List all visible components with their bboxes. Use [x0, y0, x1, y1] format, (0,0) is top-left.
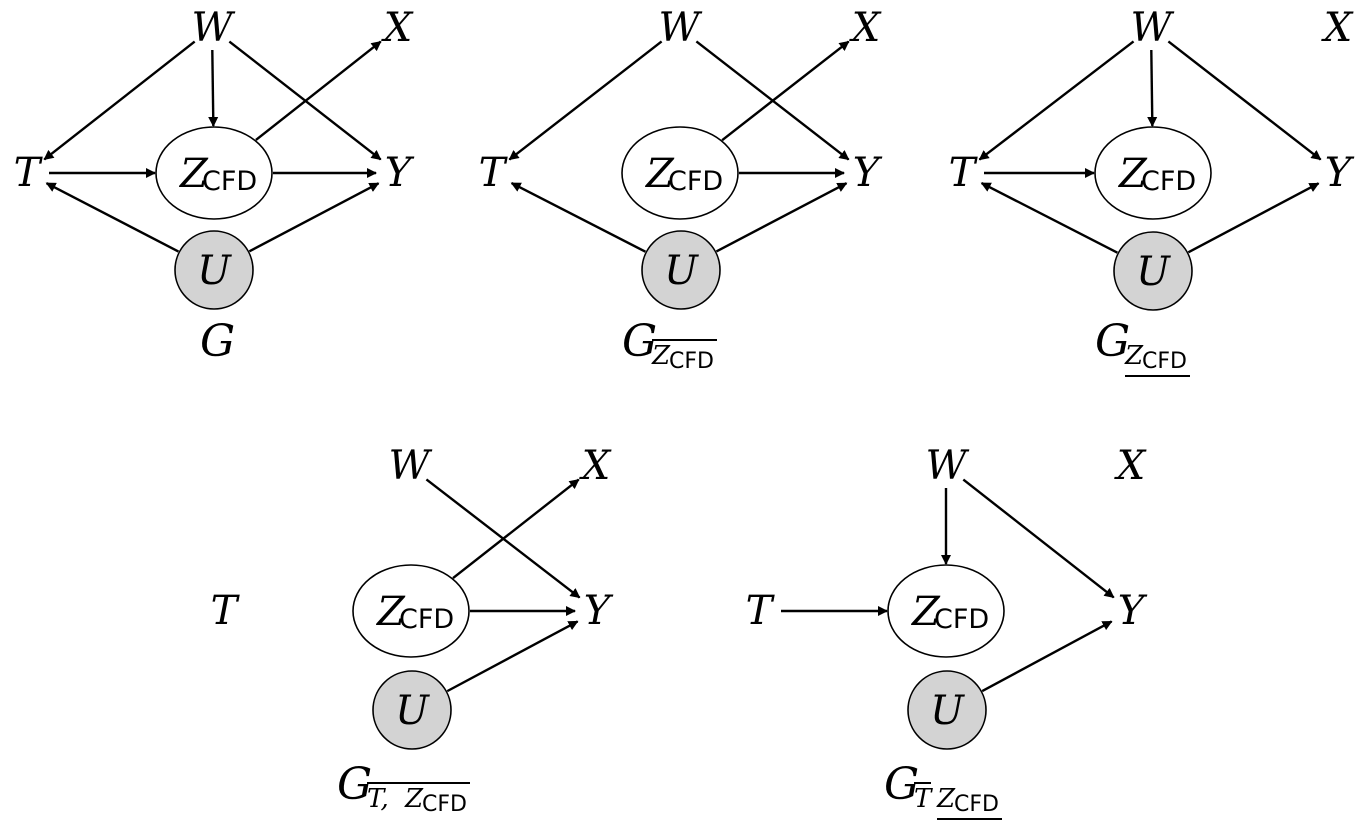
node-y: Y: [1118, 588, 1148, 634]
node-t: T: [14, 150, 44, 196]
node-z-cfd-label: Z: [644, 151, 675, 197]
node-z-cfd-subscript: CFD: [1141, 166, 1196, 197]
edge-u-to-y: [446, 620, 579, 693]
caption-part-subscript: CFD: [669, 349, 714, 374]
node-u-circle: [641, 230, 721, 310]
node-t: T: [949, 150, 979, 196]
node-u-label: U: [930, 688, 965, 734]
edge-z-to-x: [721, 40, 850, 142]
edge-w-to-t: [508, 40, 663, 161]
node-z-cfd-subscript: CFD: [668, 166, 723, 197]
caption-graph-symbol: G: [1095, 316, 1130, 367]
edge-w-to-z: [208, 49, 219, 128]
node-z-cfd-subscript: CFD: [934, 604, 989, 635]
node-u-label: U: [197, 248, 232, 294]
node-x: X: [579, 443, 612, 489]
node-w: W: [925, 443, 969, 489]
diagram-caption: G: [200, 316, 235, 367]
node-y: Y: [853, 150, 883, 196]
node-u-circle: [907, 670, 987, 750]
caption-part-text: Z: [1124, 341, 1144, 371]
node-z-cfd-ellipse: [1094, 126, 1212, 220]
caption-part-subscript: CFD: [1142, 349, 1187, 374]
node-w: W: [658, 5, 702, 51]
caption-part-text: T,: [367, 784, 389, 814]
edge-u-to-y: [715, 182, 848, 253]
node-u-circle: [174, 230, 254, 310]
node-w: W: [388, 443, 432, 489]
node-y: Y: [385, 150, 415, 196]
caption-graph-symbol: G: [622, 316, 657, 367]
edge-w-to-z: [1147, 49, 1158, 128]
edge-u-to-t: [45, 182, 180, 253]
node-y: Y: [584, 588, 614, 634]
edge-w-to-y: [962, 478, 1115, 599]
node-z-cfd-label: Z: [910, 589, 941, 635]
edge-z-to-x: [255, 40, 382, 141]
caption-graph-symbol: G: [337, 759, 372, 810]
caption-part-subscript: CFD: [954, 792, 999, 817]
edge-u-to-t: [980, 181, 1118, 254]
edge-u-to-t: [510, 181, 646, 253]
caption-part-text: Z: [651, 341, 671, 371]
node-y: Y: [1325, 150, 1355, 196]
node-u-label: U: [664, 248, 699, 294]
edge-u-to-y: [1187, 182, 1320, 254]
node-t: T: [479, 150, 509, 196]
node-z-cfd-ellipse: [887, 564, 1005, 658]
node-z-cfd-subscript: CFD: [399, 604, 454, 635]
caption-part-subscript: CFD: [422, 792, 467, 817]
node-x: X: [849, 5, 882, 51]
node-z-cfd-label: Z: [375, 589, 406, 635]
node-u-label: U: [1136, 249, 1171, 295]
node-u-circle: [1113, 231, 1193, 311]
node-w: W: [1130, 5, 1174, 51]
node-x: X: [1114, 443, 1147, 489]
caption-part-text: Z: [936, 784, 956, 814]
node-t: T: [746, 588, 776, 634]
node-z-cfd-subscript: CFD: [202, 166, 257, 197]
node-z-cfd-ellipse: [155, 126, 273, 220]
edge-z-to-x: [452, 478, 580, 579]
edge-w-to-t: [978, 40, 1135, 161]
caption-part-text: T: [914, 784, 933, 814]
node-z-cfd-ellipse: [621, 126, 739, 220]
edge-w-to-t: [43, 40, 196, 161]
node-u-circle: [372, 670, 452, 750]
node-t: T: [211, 588, 241, 634]
edge-u-to-y: [981, 620, 1113, 693]
caption-graph-symbol: G: [884, 759, 919, 810]
node-u-label: U: [395, 688, 430, 734]
node-x: X: [381, 5, 414, 51]
caption-part-text: Z: [404, 784, 424, 814]
caption-graph-symbol: G: [200, 316, 235, 367]
node-z-cfd-label: Z: [1117, 151, 1148, 197]
node-z-cfd-ellipse: [352, 564, 470, 658]
edge-w-to-y: [1167, 40, 1322, 161]
node-w: W: [191, 5, 235, 51]
node-z-cfd-label: Z: [178, 151, 209, 197]
edge-u-to-y: [248, 182, 380, 253]
node-x: X: [1321, 5, 1354, 51]
